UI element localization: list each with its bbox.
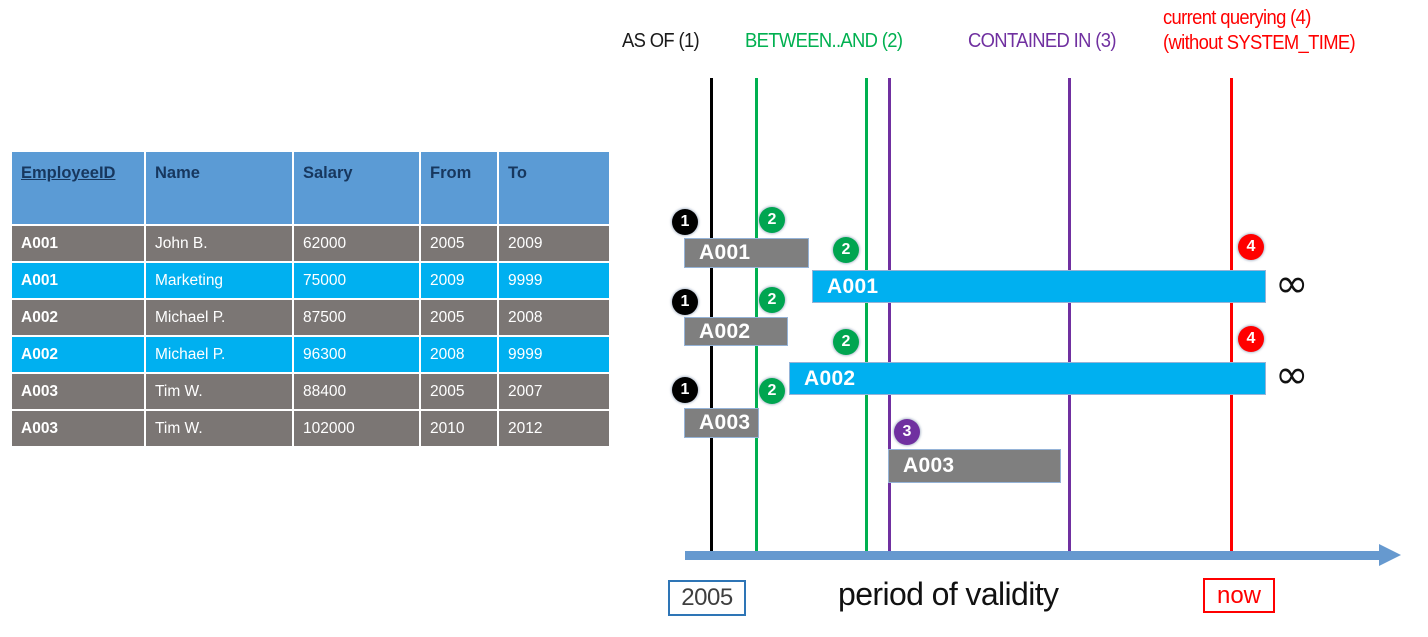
cell-from: 2005 [420,373,499,411]
cell-to: 9999 [498,336,609,374]
cell-employeeid: A001 [12,262,146,300]
column-header-salary[interactable]: Salary [293,152,421,226]
timeline-bar-a003-historical: A003 [684,408,759,438]
cell-employeeid: A003 [12,373,146,411]
cell-employeeid: A001 [12,225,146,263]
cell-from: 2008 [420,336,499,374]
cell-employeeid: A003 [12,410,146,448]
column-header-employeeid[interactable]: EmployeeID [12,152,146,226]
legend-label-current-querying: current querying (4) (without SYSTEM_TIM… [1163,6,1356,56]
cell-name: Michael P. [145,299,294,337]
cell-employeeid: A002 [12,336,146,374]
cell-to: 9999 [498,262,609,300]
guide-line-now [1230,78,1233,560]
timeline-bar-a003-second: A003 [888,449,1061,483]
timeline-axis [685,551,1382,560]
cell-to: 2009 [498,225,609,263]
cell-salary: 87500 [293,299,421,337]
cell-name: Tim W. [145,410,294,448]
column-header-to[interactable]: To [498,152,609,226]
legend-label-as-of: AS OF (1) [622,30,700,52]
legend-label-current-line2: (without SYSTEM_TIME) [1163,32,1356,54]
legend-label-contained-in: CONTAINED IN (3) [968,30,1116,52]
infinity-icon-a002: ∞ [1275,352,1309,398]
cell-salary: 96300 [293,336,421,374]
timeline-bar-a002-current: A002 [789,362,1266,395]
cell-from: 2005 [420,299,499,337]
marker-1-a003: 1 [672,377,698,403]
cell-employeeid: A002 [12,299,146,337]
guide-line-between-end [865,78,868,560]
cell-to: 2007 [498,373,609,411]
table-row: A002 Michael P. 87500 2005 2008 [12,299,609,337]
cell-to: 2008 [498,299,609,337]
cell-salary: 88400 [293,373,421,411]
cell-name: Marketing [145,262,294,300]
marker-2-a001-start: 2 [759,207,785,233]
axis-title: period of validity [838,576,1059,612]
table-header-row: EmployeeID Name Salary From To [12,152,609,226]
cell-from: 2010 [420,410,499,448]
marker-4-a001-now: 4 [1238,234,1264,260]
guide-line-between-start [755,78,758,560]
table-row: A003 Tim W. 102000 2010 2012 [12,410,609,448]
column-header-from[interactable]: From [420,152,499,226]
column-header-employeeid-label: EmployeeID [21,164,116,182]
table-row: A001 Marketing 75000 2009 9999 [12,262,609,300]
legend-label-between-and: BETWEEN..AND (2) [745,30,903,52]
cell-name: John B. [145,225,294,263]
column-header-name[interactable]: Name [145,152,294,226]
timeline-bar-a002-historical: A002 [684,317,788,346]
cell-to: 2012 [498,410,609,448]
infinity-icon-a001: ∞ [1275,261,1309,307]
marker-3-a003-contained: 3 [894,419,920,445]
cell-salary: 75000 [293,262,421,300]
axis-start-label-box: 2005 [668,580,746,616]
cell-salary: 62000 [293,225,421,263]
marker-1-a001: 1 [672,209,698,235]
marker-2-a001-current: 2 [833,237,859,263]
axis-end-label-box: now [1203,578,1275,613]
table-row: A002 Michael P. 96300 2008 9999 [12,336,609,374]
table-row: A003 Tim W. 88400 2005 2007 [12,373,609,411]
cell-name: Michael P. [145,336,294,374]
guide-line-contained-start [888,78,891,560]
table-row: A001 John B. 62000 2005 2009 [12,225,609,263]
cell-from: 2005 [420,225,499,263]
cell-name: Tim W. [145,373,294,411]
legend-label-current-line1: current querying (4) [1163,7,1311,29]
guide-line-as-of [710,78,713,560]
timeline-axis-arrow-icon [1379,544,1401,566]
cell-from: 2009 [420,262,499,300]
marker-4-a002-now: 4 [1238,326,1264,352]
guide-line-contained-end [1068,78,1071,560]
marker-2-a002-start: 2 [759,287,785,313]
timeline-bar-a001-historical: A001 [684,238,809,268]
marker-2-a002-current: 2 [833,329,859,355]
employee-table: EmployeeID Name Salary From To A001 John… [12,152,609,448]
marker-1-a002: 1 [672,289,698,315]
cell-salary: 102000 [293,410,421,448]
timeline-bar-a001-current: A001 [812,270,1266,303]
marker-2-a003: 2 [759,378,785,404]
